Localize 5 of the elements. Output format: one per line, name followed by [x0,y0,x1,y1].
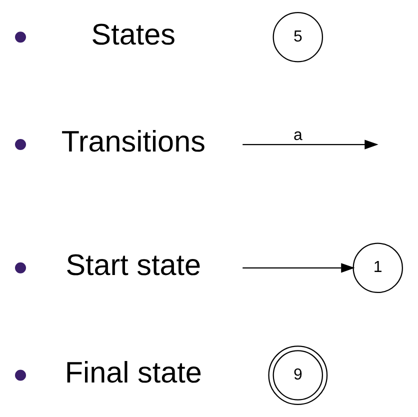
label: Final state [64,356,202,390]
label: Transitions [61,126,206,159]
label: Start state [66,249,202,282]
label: a [293,127,302,144]
label: States [91,18,176,52]
